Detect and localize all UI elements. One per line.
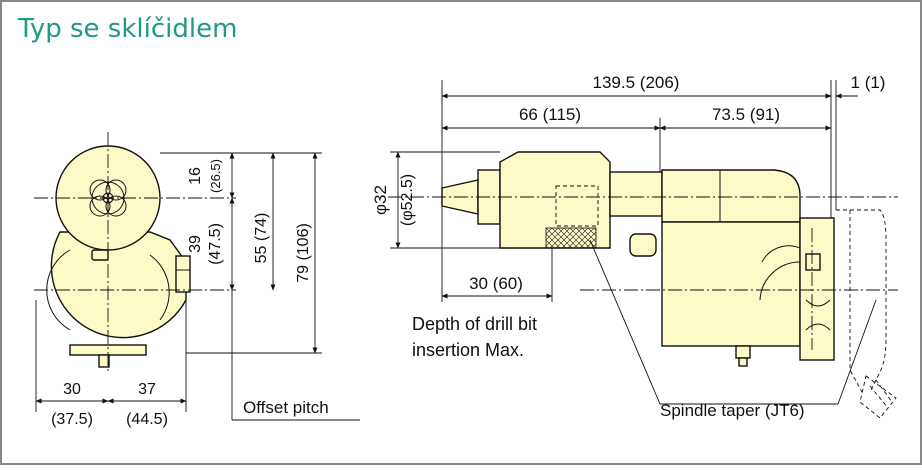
dim-16-label: 16 xyxy=(187,167,204,185)
main-body-top xyxy=(661,169,801,223)
dim-73-label: 73.5 (91) xyxy=(712,105,780,124)
dim-37-alt-label: (44.5) xyxy=(126,411,168,428)
chuck-neck xyxy=(609,171,663,217)
body-nipple xyxy=(735,345,751,359)
front-view: 16 (26.5) 39 (47.5) 55 (74) 79 (106) 30 … xyxy=(34,132,360,428)
offset-pitch-label: Offset pitch xyxy=(243,398,329,417)
page-title: Typ se sklíčidlem xyxy=(18,14,238,44)
dim-phi32-label: φ32 xyxy=(371,185,390,215)
chuck-knurl xyxy=(545,227,597,249)
side-view: 139.5 (206) 1 (1) 66 (115) 73.5 (91) φ32… xyxy=(371,73,898,420)
dim-39-label: 39 xyxy=(187,235,204,253)
depth-note-line1: Depth of drill bit xyxy=(412,314,537,334)
front-body-lower xyxy=(50,231,187,339)
dim-phi52-label: (φ52.5) xyxy=(399,174,416,226)
neck-knob xyxy=(629,233,657,257)
front-side-lug xyxy=(175,255,191,293)
dim-37-label: 37 xyxy=(138,381,156,398)
dim-39-alt-label: (47.5) xyxy=(207,223,224,265)
dim-30-label: 30 xyxy=(63,381,81,398)
dim-total-label: 139.5 (206) xyxy=(593,73,680,92)
depth-note-line2: insertion Max. xyxy=(412,340,524,360)
dim-66-label: 66 (115) xyxy=(519,105,581,124)
main-body xyxy=(661,221,801,347)
spindle-taper-label: Spindle taper (JT6) xyxy=(660,401,805,420)
dim-79-label: 79 (106) xyxy=(295,223,312,283)
dim-gap-label: 1 (1) xyxy=(851,73,886,92)
dim-depth-label: 30 (60) xyxy=(469,274,523,293)
dim-30-alt-label: (37.5) xyxy=(51,411,93,428)
rear-flange xyxy=(799,217,835,361)
front-nipple xyxy=(98,354,110,368)
dim-55-label: 55 (74) xyxy=(253,213,270,264)
dim-16-alt-label: (26.5) xyxy=(208,159,223,193)
